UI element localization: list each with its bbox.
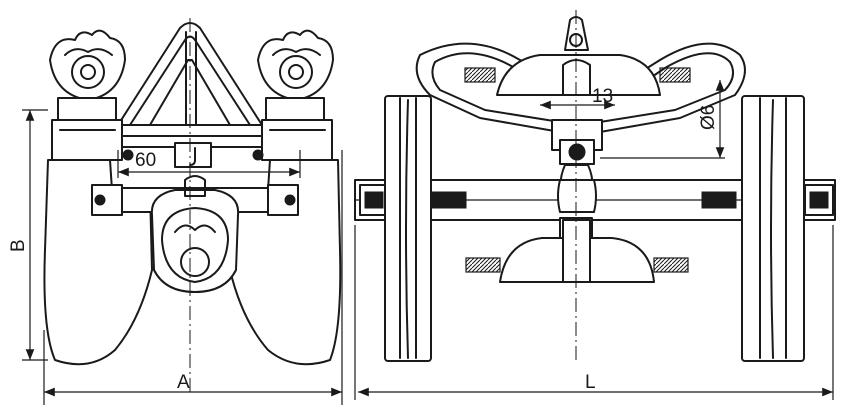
left-clamp [49,29,126,161]
bottom-pulley [150,175,240,293]
dim-13: 13 [592,86,613,107]
dim-L: L [585,372,596,393]
left-wheel [384,95,432,362]
right-clamp [257,29,334,161]
front-view: 60 B A [8,18,343,405]
dim-6: Ø6 [698,105,719,130]
side-view: 13 Ø6 [354,10,836,400]
dim-B: B [8,239,29,252]
dim-A: A [177,372,190,393]
dim-60: 60 [135,150,156,171]
right-wheel [741,95,805,362]
